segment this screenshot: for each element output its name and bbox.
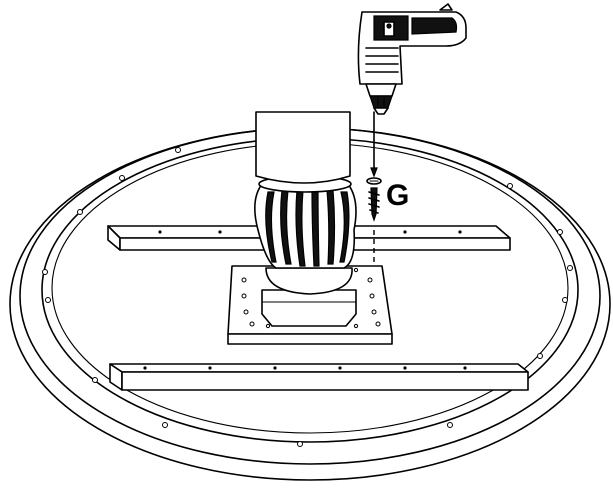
bottom-cleat (109, 363, 529, 391)
pedestal-base-icon (254, 111, 357, 327)
plate-holes (241, 267, 381, 329)
apron-holes (42, 147, 573, 447)
pedestal-flutes (265, 189, 350, 267)
screw-icon (366, 111, 382, 266)
part-label-g: G (386, 179, 409, 212)
power-drill-icon (357, 3, 467, 115)
